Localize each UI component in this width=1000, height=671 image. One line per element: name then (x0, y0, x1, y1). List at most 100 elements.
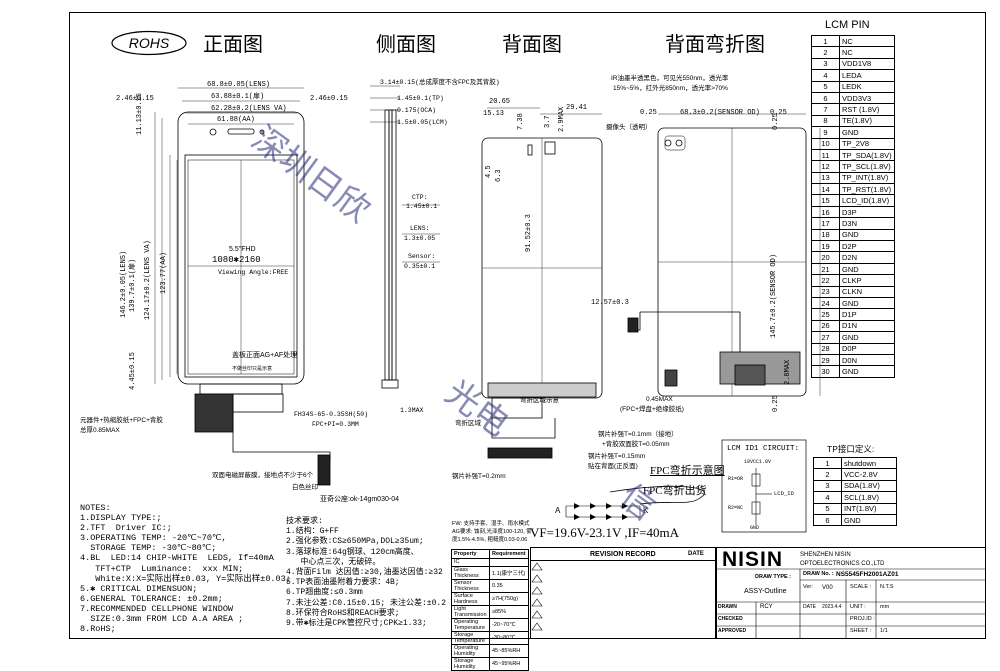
ctp-label: CTP: (412, 194, 428, 201)
side-max: 1.3MAX (400, 407, 424, 414)
notes-lines: 1.DISPLAY TYPE:;2.TFT Driver IC:;3.OPERA… (80, 513, 291, 634)
camera-label: 摄像头（透明） (606, 124, 652, 131)
pin-number: 12 (811, 160, 840, 173)
back-fpc-area (487, 382, 597, 398)
back-w2: 29.41 (566, 104, 588, 112)
pin-number: 16 (811, 205, 840, 219)
pin-number: 6 (811, 91, 840, 105)
front-earpiece (227, 128, 255, 135)
back-d4: 12.57±0.3 (591, 299, 629, 307)
pin-signal: shutdown (841, 456, 897, 470)
film-note-1: FW: 支持手套、湿手、雨水模式 (452, 521, 530, 527)
back-d3: 91.52±0.3 (525, 214, 533, 252)
company-logo: NISIN (722, 548, 784, 571)
id-r2: R2=NC (728, 505, 744, 511)
pin-signal: TP_INT(1.8V) (839, 171, 895, 185)
drawn: RCY (760, 604, 773, 610)
pin-number: 25 (811, 308, 840, 321)
pin-number: 4 (813, 491, 842, 504)
property-row: Surface Hardness≥7H(750g) (451, 592, 529, 606)
pin-number: 21 (811, 262, 840, 276)
pin-number: 5 (813, 502, 842, 515)
led-diode-string (574, 503, 628, 520)
dim-aa-width: 61.88(AA) (217, 116, 255, 124)
revision-header (530, 547, 716, 561)
rohs-text: ROHS (129, 35, 170, 51)
pin-number: 29 (811, 353, 840, 367)
property-cell: 45~85%RH (489, 644, 529, 658)
pin-signal: D0P (839, 342, 895, 355)
side-lcm: 1.5±0.05(LCM) (397, 119, 448, 126)
steel-stiffener: 钢片补强T=0.2mm (452, 473, 506, 480)
property-header-cell: Requirement (489, 549, 529, 559)
back-bend-view-title: 背面弯折图 (665, 32, 765, 56)
id-output: LCD_ID (774, 490, 794, 497)
property-cell: Operating Temperature (451, 618, 490, 632)
connector-spec: 亚奇公座:ok-14gm030-04 (320, 496, 399, 503)
property-cell: Storage Temperature (451, 631, 490, 645)
pin-signal: TP_SDA(1.8V) (839, 148, 895, 162)
draw-type-label: DRAW TYPE : (755, 574, 792, 580)
display-resolution: 1080✱2160 (212, 255, 261, 265)
property-cell: ≥7H(750g) (489, 592, 529, 606)
fpc-bend-title-1: FPC弯折示意图 (650, 465, 725, 477)
note-line: 6.GENERAL TOLERANCE: ±0.2mm; (80, 593, 223, 604)
front-va-outline (184, 154, 298, 378)
pin-signal: TP_RST(1.8V) (839, 183, 895, 196)
pin-signal: GND (839, 126, 895, 139)
drawing-lines (154, 85, 821, 533)
steel-note-1: 钢片补强T=0.1mm（接地） (598, 431, 678, 438)
pin-signal: TE(1.8V) (839, 114, 895, 128)
total-thickness: 总厚0.85MAX (80, 427, 120, 434)
property-cell: 1.1(康宁三代) (489, 566, 529, 580)
back-w3: 15.13 (483, 110, 505, 118)
property-cell: -30~80℃ (489, 631, 529, 645)
pin-signal: GND (839, 331, 895, 344)
pin-signal: D1P (839, 308, 895, 321)
ver: V00 (822, 585, 833, 591)
scale: N.T.S (880, 584, 894, 590)
dim-bottom-margin: 4.45±0.15 (129, 352, 137, 390)
front-camera (209, 128, 217, 136)
pin-number: 3 (813, 479, 842, 493)
pin-number: 2 (813, 468, 842, 481)
pin-number: 26 (811, 319, 840, 333)
tech-line: 3.落球标准:64g钢球、120cm高度、 (286, 547, 419, 557)
property-cell: -20~70℃ (489, 618, 529, 632)
front-view-title: 正面图 (203, 32, 263, 56)
display-size: 5.5"FHD (229, 246, 256, 253)
unit-label: UNIT : (850, 604, 866, 610)
white-silkscreen: 白色丝印 (292, 484, 318, 491)
side-total: 3.14±0.15(总成厚度不含FPC及其背胶) (380, 79, 500, 86)
pin-signal: D3P (839, 205, 895, 219)
viewing-angle: Viewing Angle:FREE (218, 269, 289, 276)
note-line: 4.BL LED:14 CHIP-WHITE LEDS, If=40mA (80, 553, 274, 564)
proj-label: PROJ.ID : (850, 616, 875, 622)
pin-signal: CLKP (839, 274, 895, 287)
pin-signal: GND (839, 262, 895, 276)
draw-no: NS5545FH2001AZ01 (836, 571, 899, 578)
back-w6: 2.9MAX (558, 106, 566, 132)
film-note: FW: 支持手套、湿手、雨水模式 AG要求: 蚀刻,光泽度100-120, 雾 … (452, 520, 542, 544)
tech-line: 7.未注公差:C0.15±0.15; 未注公差:±0.2 (286, 598, 447, 608)
cover-sub: 不做丝印只是示意 (232, 366, 273, 372)
dim-lens-height: 146.2±0.05(LENS) (120, 250, 128, 318)
property-row: IC (451, 557, 529, 567)
note-line: 1.DISPLAY TYPE:; (80, 513, 162, 524)
led-spec: VF=19.6V-23.1V ,IF=40mA (530, 525, 680, 540)
pin-signal: GND (841, 513, 897, 527)
property-cell: 45~95%RH (489, 657, 529, 671)
drawn-label: DRAWN (718, 604, 737, 610)
